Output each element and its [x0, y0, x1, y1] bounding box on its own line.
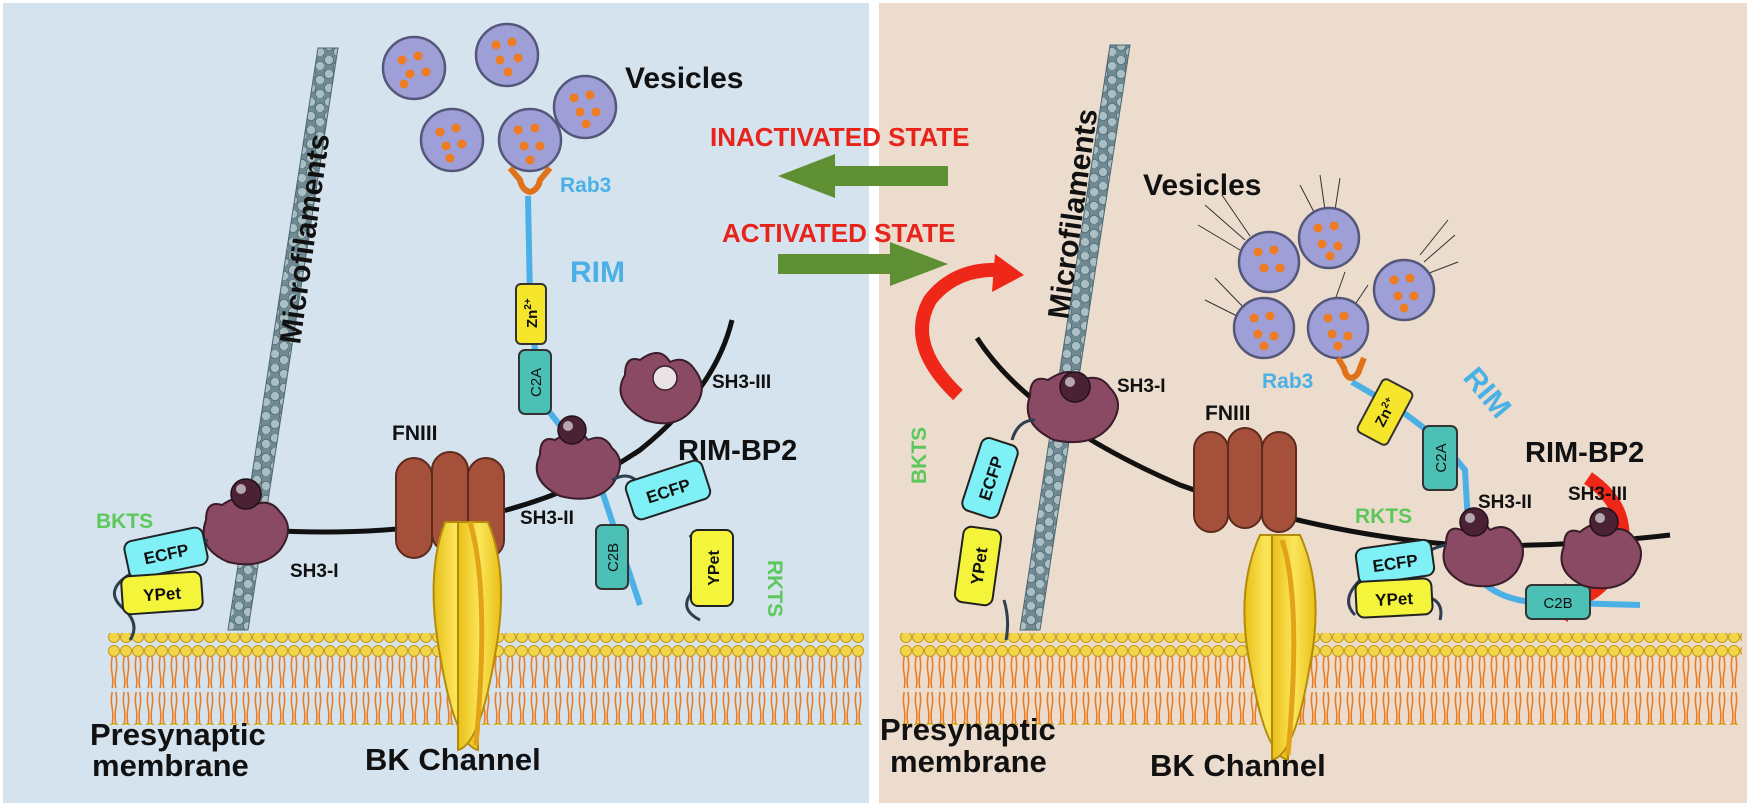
activated-arrow: [778, 242, 948, 286]
left-rkts-ecfp: ECFP: [624, 459, 712, 521]
left-c2b-domain: C2B: [595, 524, 629, 590]
left-rkts-label: RKTS: [763, 560, 786, 617]
right-bkts-ecfp: ECFP: [961, 437, 1019, 519]
activated-state-label: ACTIVATED STATE: [722, 218, 956, 248]
zn-text: Zn: [1372, 406, 1396, 430]
right-top-rotation-arrowhead: [992, 254, 1024, 292]
right-state-diagram: Microfilaments Vesicles: [880, 44, 1742, 783]
left-vesicles: [381, 22, 618, 173]
c2b-label: C2B: [605, 543, 622, 572]
left-vesicles-label: Vesicles: [625, 62, 743, 95]
right-bkts-label: BKTS: [908, 427, 931, 484]
left-bk-channel: [432, 521, 503, 752]
inactivated-arrow: [778, 154, 948, 198]
left-fniii-label: FNIII: [392, 422, 438, 445]
state-transition-arrows: INACTIVATED STATE ACTIVATED STATE: [710, 122, 970, 286]
left-zn-domain: Zn2+: [515, 283, 547, 345]
left-presynaptic-label: Presynaptic: [90, 717, 266, 752]
right-zn-domain: Zn2+: [1356, 378, 1414, 446]
zn-text: Zn: [524, 310, 541, 328]
right-rkts-ypet: YPet: [1354, 577, 1434, 619]
left-rim-label: RIM: [570, 256, 625, 289]
vesicle: [552, 74, 618, 140]
vesicle: [419, 107, 485, 173]
right-fniii-label: FNIII: [1205, 402, 1251, 425]
right-presynaptic-membrane: [900, 633, 1742, 725]
vesicle: [497, 107, 563, 173]
right-sh3-ii-domain: [1442, 507, 1524, 588]
right-bkts-linker: [1002, 418, 1036, 641]
c2a-label: C2A: [1433, 443, 1450, 472]
right-rim-bp2-label: RIM-BP2: [1525, 437, 1644, 469]
ypet-label: YPet: [706, 550, 723, 586]
right-presynaptic-label: Presynaptic: [880, 712, 1056, 747]
right-fniii-domain: [1193, 427, 1297, 533]
right-c2b-domain: C2B: [1525, 584, 1591, 620]
right-bkts-ypet: YPet: [953, 525, 1003, 607]
vesicle: [1372, 219, 1459, 322]
right-sh3-iii-domain: [1560, 507, 1642, 590]
left-bkts-ecfp: ECFP: [123, 526, 209, 580]
right-membrane-label: membrane: [890, 744, 1047, 779]
vesicle: [381, 35, 447, 101]
c2b-label: C2B: [1543, 595, 1572, 612]
svg-text:Zn2+: Zn2+: [523, 298, 541, 328]
right-bk-channel-label: BK Channel: [1150, 748, 1326, 783]
right-sh3-i-label: SH3-I: [1117, 376, 1166, 397]
svg-text:Zn2+: Zn2+: [1371, 395, 1401, 430]
right-rab3-label: Rab3: [1262, 370, 1313, 393]
c2a-label: C2A: [528, 368, 545, 397]
left-sh3-i-label: SH3-I: [290, 561, 339, 582]
right-c2a-domain: C2A: [1422, 425, 1458, 491]
left-sh3-iii-label: SH3-III: [712, 372, 771, 393]
zn-superscript: 2+: [523, 298, 534, 310]
right-rab3-anchor: [1335, 356, 1367, 382]
left-sh3-ii-label: SH3-II: [520, 508, 574, 529]
left-rab3-anchor: [507, 166, 553, 196]
ypet-label: YPet: [143, 584, 182, 606]
left-c2a-domain: C2A: [518, 349, 552, 415]
zn-superscript: 2+: [1380, 395, 1395, 410]
left-bk-channel-label: BK Channel: [365, 742, 541, 777]
right-sh3-i-domain: [1026, 371, 1119, 444]
right-sh3-ii-label: SH3-II: [1478, 492, 1532, 513]
left-rkts-ypet: YPet: [690, 529, 734, 607]
right-bk-channel: [1243, 534, 1317, 762]
left-membrane-label: membrane: [92, 748, 249, 783]
left-rab3-label: Rab3: [560, 174, 611, 197]
vesicle: [1297, 174, 1361, 270]
left-bkts-ypet: YPet: [120, 570, 204, 616]
vesicle: [474, 22, 540, 88]
vesicle: [1204, 277, 1296, 360]
right-sh3-iii-label: SH3-III: [1568, 484, 1627, 505]
left-sh3-i-domain: [202, 478, 289, 566]
vesicle: [1197, 194, 1301, 294]
right-top-rotation-arrow: [915, 262, 1001, 401]
right-vesicles-label: Vesicles: [1143, 169, 1261, 202]
right-vesicles: [1197, 174, 1459, 360]
right-rkts-ecfp: ECFP: [1354, 538, 1436, 586]
left-bkts-label: BKTS: [96, 510, 153, 533]
left-sh3-iii-domain: [619, 352, 703, 425]
ypet-label: YPet: [1375, 589, 1414, 610]
right-rkts-label: RKTS: [1355, 505, 1412, 528]
left-sh3-ii-domain: [535, 415, 621, 500]
inactivated-state-label: INACTIVATED STATE: [710, 122, 970, 152]
